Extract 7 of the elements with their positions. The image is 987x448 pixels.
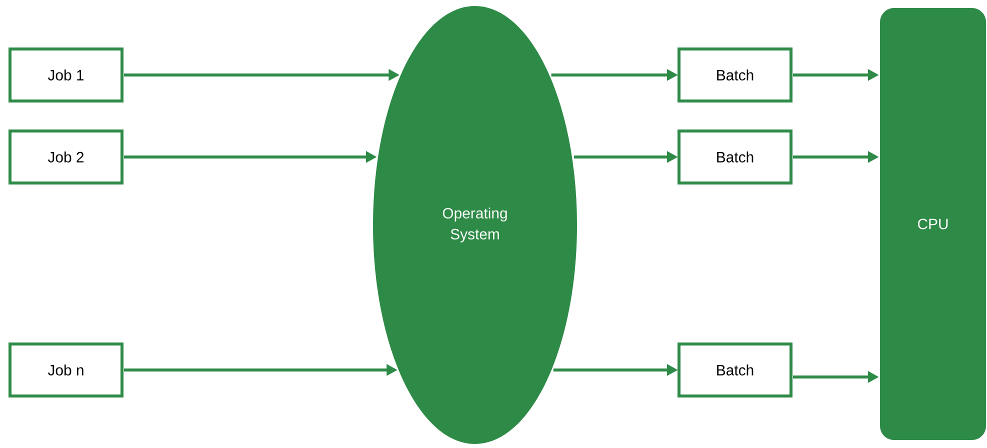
cpu-box: CPU [880,8,986,440]
job-box: Job 1 [8,48,124,102]
job-box: Job n [8,342,124,398]
batch-box: Batch [678,48,792,102]
job-box: Job 2 [8,130,124,184]
batch-box: Batch [678,342,792,398]
batch-box: Batch [678,130,792,184]
